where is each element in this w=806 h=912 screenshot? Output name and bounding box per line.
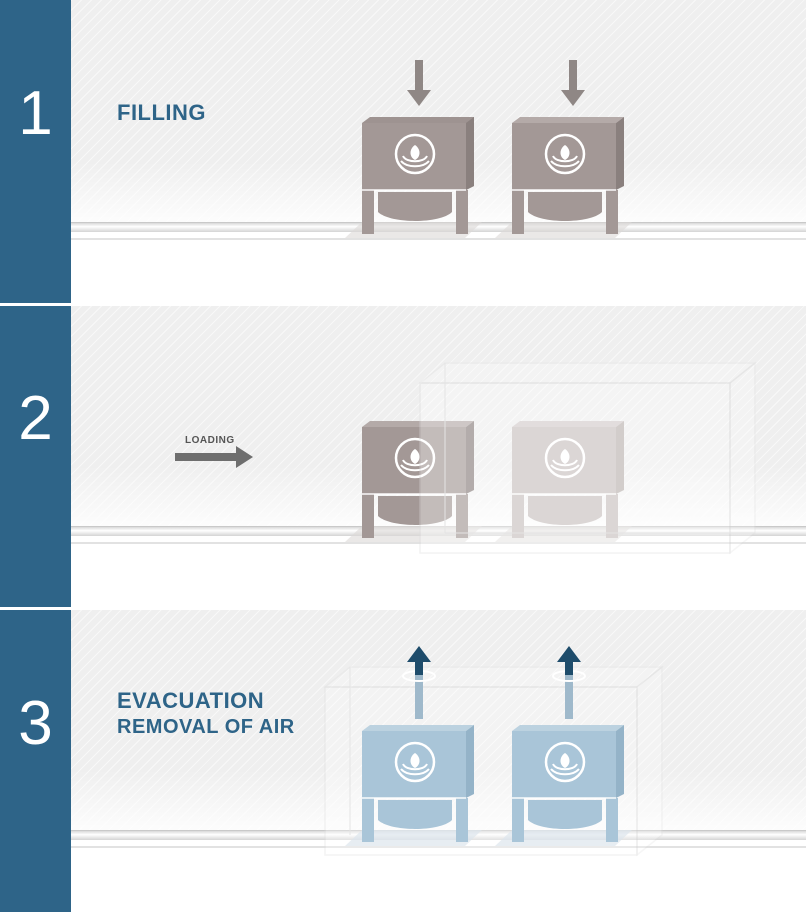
up-arrow-icon [407, 646, 431, 675]
container-1a [345, 117, 482, 238]
floor [71, 840, 806, 912]
container-2b [495, 421, 632, 542]
floor [71, 232, 806, 304]
right-arrow-icon [175, 446, 253, 468]
step-number-1: 1 [18, 79, 53, 148]
loading-label: LOADING [185, 435, 235, 446]
container-1b [495, 117, 632, 238]
suction-tube [565, 675, 573, 719]
step-sidebar [0, 0, 71, 912]
container-2a [345, 421, 482, 542]
step-3-title: EVACUATION [117, 688, 265, 713]
floor [71, 536, 806, 608]
down-arrow-icon [561, 60, 585, 106]
step-3-subtitle: REMOVAL OF AIR [117, 716, 295, 738]
up-arrow-icon [557, 646, 581, 675]
vacuum-chamber [417, 361, 758, 555]
step-3-panel [71, 610, 806, 830]
down-arrow-icon [407, 60, 431, 106]
sidebar-divider [0, 607, 71, 610]
container-3b [495, 725, 632, 846]
step-number-3: 3 [18, 689, 53, 758]
suction-tube [415, 675, 423, 719]
step-number-2: 2 [18, 384, 53, 453]
sidebar-divider [0, 303, 71, 306]
step-1-title: FILLING [117, 100, 207, 125]
container-3a [345, 725, 482, 846]
